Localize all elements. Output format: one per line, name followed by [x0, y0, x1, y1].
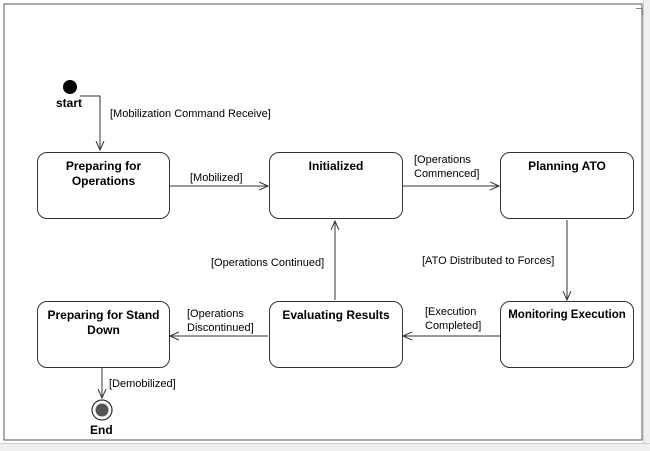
- state-name: Preparing for Operations: [65, 159, 142, 188]
- guard-execution-completed: [Execution Completed]: [425, 306, 482, 332]
- guard-mobilization-command: [Mobilization Command Receive]: [110, 108, 271, 120]
- resize-corner-icon: [636, 8, 643, 15]
- initial-node: [63, 80, 77, 94]
- state-monitoring-execution[interactable]: Monitoring Execution: [500, 301, 634, 368]
- guard-ato-distributed: [ATO Distributed to Forces]: [422, 255, 555, 267]
- state-name: Planning ATO: [528, 159, 606, 173]
- edge-start-preparing: [80, 95, 100, 150]
- horizontal-scrollbar[interactable]: [0, 443, 650, 451]
- start-label: start: [56, 96, 83, 110]
- end-label: End: [90, 423, 113, 437]
- state-name: Monitoring Execution: [508, 309, 626, 321]
- state-preparing-for-stand-down[interactable]: Preparing for Stand Down: [37, 301, 170, 368]
- state-preparing-for-operations[interactable]: Preparing for Operations: [37, 152, 170, 219]
- guard-demobilized: [Demobilized]: [109, 378, 176, 390]
- state-name: Initialized: [308, 159, 364, 173]
- final-node-inner: [95, 403, 109, 417]
- state-planning-ato[interactable]: Planning ATO: [500, 152, 634, 219]
- diagram-frame: [3, 3, 643, 441]
- vertical-scrollbar[interactable]: [643, 0, 650, 443]
- guard-operations-discontinued: [Operations Discontinued]: [187, 308, 254, 334]
- state-name: Evaluating Results: [282, 308, 390, 322]
- guard-mobilized: [Mobilized]: [190, 172, 243, 184]
- state-name: Preparing for Stand Down: [47, 308, 160, 337]
- guard-operations-continued: [Operations Continued]: [211, 257, 325, 269]
- state-evaluating-results[interactable]: Evaluating Results: [269, 301, 403, 368]
- guard-operations-commenced: [Operations Commenced]: [414, 154, 480, 180]
- state-initialized[interactable]: Initialized: [269, 152, 403, 219]
